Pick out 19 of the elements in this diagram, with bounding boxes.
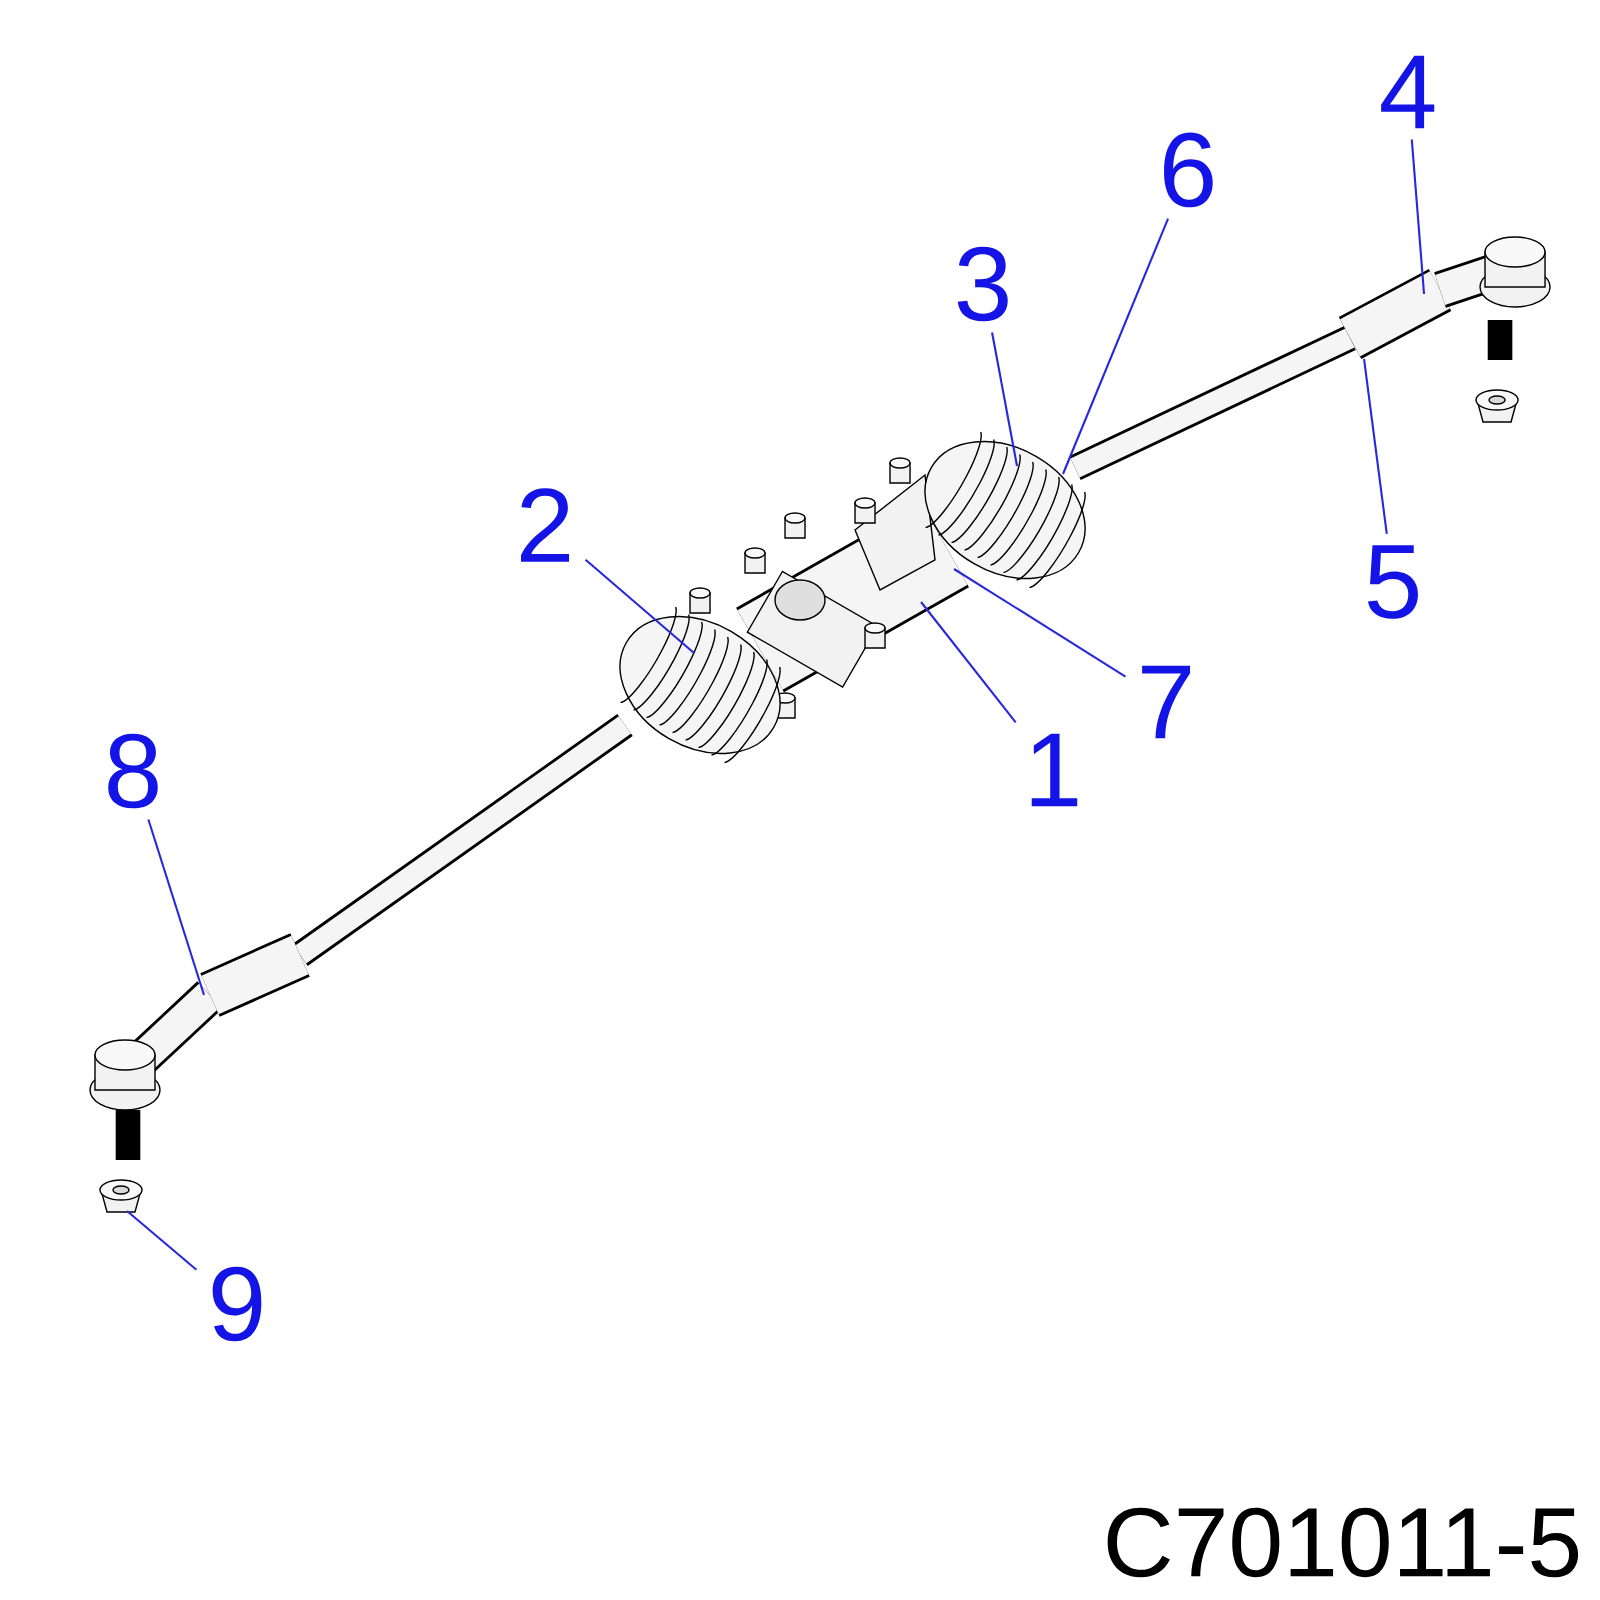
callout-number: 5 (1367, 545, 1418, 619)
callout-number: 3 (957, 246, 1008, 322)
leader-line (584, 559, 695, 654)
callout-number: 9 (212, 1266, 262, 1342)
figure-number: C701011-5 (1107, 1507, 1579, 1578)
leader-line (920, 601, 1017, 724)
callout-number: 4 (1381, 55, 1435, 129)
callout-number: 2 (521, 488, 570, 562)
callout-number: 6 (1164, 132, 1213, 208)
callout-number: 8 (108, 733, 158, 809)
leader-line (991, 332, 1019, 467)
leader-line (953, 568, 1126, 678)
leader-line (1410, 139, 1426, 295)
leader-line (126, 1210, 198, 1271)
leader-line (1062, 218, 1170, 475)
callout-number: 1 (1031, 733, 1078, 807)
leader-line (147, 819, 205, 996)
callout-number: 7 (1142, 665, 1191, 739)
leader-line (1363, 358, 1388, 535)
